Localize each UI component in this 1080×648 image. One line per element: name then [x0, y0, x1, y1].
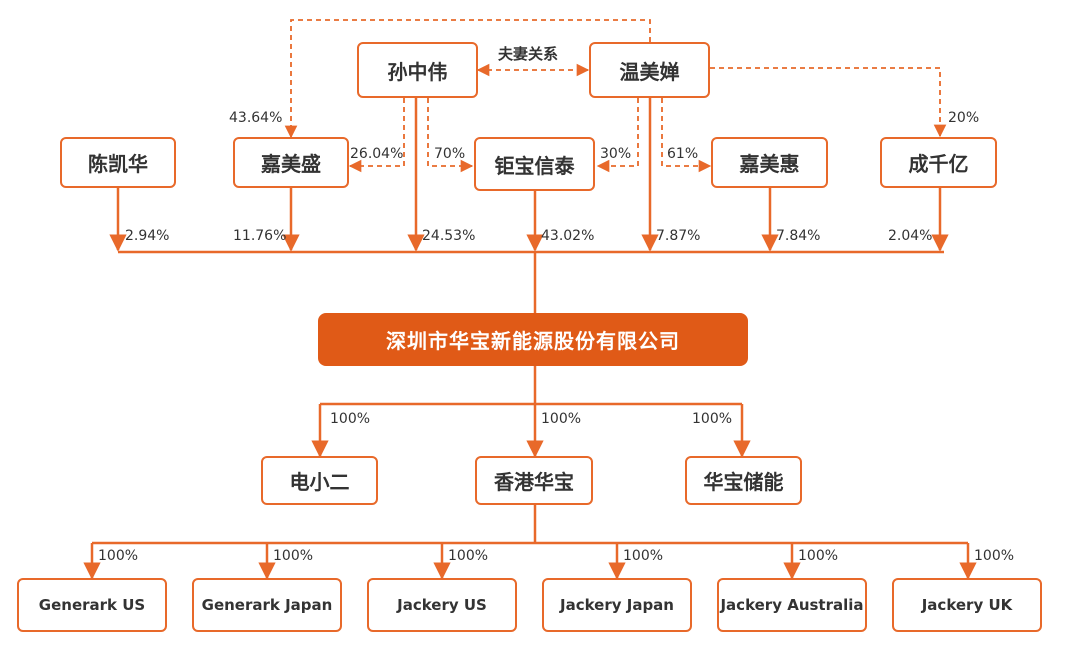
shareholder-sun-zhongwei: 孙中伟 [357, 42, 478, 98]
pct-jackery-uk: 100% [974, 548, 1015, 564]
entity-jiameihui: 嘉美惠 [711, 137, 828, 188]
subsidiary-dianxiaoer: 电小二 [261, 456, 378, 505]
pct-jackery-japan: 100% [623, 548, 664, 564]
stake-jubaoxintai: 43.02% [541, 228, 595, 244]
shareholder-wen-meichan: 温美婵 [589, 42, 710, 98]
overseas-generark-japan: Generark Japan [192, 578, 342, 632]
stake-chengqianyi: 2.04% [888, 228, 933, 244]
subsidiary-hk-huabao: 香港华宝 [475, 456, 593, 505]
stake-jiameisheng: 11.76% [233, 228, 287, 244]
pct-wen-jiameihui: 61% [667, 146, 699, 162]
stake-sun-zhongwei: 24.53% [422, 228, 476, 244]
main-company: 深圳市华宝新能源股份有限公司 [318, 313, 748, 366]
subsidiary-huabao-storage: 华宝储能 [685, 456, 802, 505]
stake-wen-meichan: 7.87% [656, 228, 701, 244]
entity-chengqianyi: 成千亿 [880, 137, 997, 188]
overseas-generark-us: Generark US [17, 578, 167, 632]
pct-wen-jubaoxintai: 30% [600, 146, 632, 162]
shareholder-chen-kaihua: 陈凯华 [60, 137, 176, 188]
pct-subsidiary-huabao-storage: 100% [692, 411, 733, 427]
overseas-jackery-uk: Jackery UK [892, 578, 1042, 632]
spouse-relation-label: 夫妻关系 [498, 45, 559, 63]
pct-generark-us: 100% [98, 548, 139, 564]
pct-sun-jiameisheng: 26.04% [350, 146, 404, 162]
pct-jackery-us: 100% [448, 548, 489, 564]
entity-jubaoxintai: 钜宝信泰 [474, 137, 595, 191]
stake-chen-kaihua: 2.94% [125, 228, 170, 244]
stake-jiameihui: 7.84% [776, 228, 821, 244]
pct-wen-chengqianyi: 20% [948, 110, 980, 126]
entity-jiameisheng: 嘉美盛 [233, 137, 349, 188]
pct-subsidiary-hk-huabao: 100% [541, 411, 582, 427]
pct-wen-jiameisheng: 43.64% [229, 110, 283, 126]
overseas-jackery-japan: Jackery Japan [542, 578, 692, 632]
pct-generark-japan: 100% [273, 548, 314, 564]
pct-jackery-australia: 100% [798, 548, 839, 564]
pct-sun-jubaoxintai: 70% [434, 146, 466, 162]
overseas-jackery-us: Jackery US [367, 578, 517, 632]
pct-subsidiary-dianxiaoer: 100% [330, 411, 371, 427]
overseas-jackery-australia: Jackery Australia [717, 578, 867, 632]
